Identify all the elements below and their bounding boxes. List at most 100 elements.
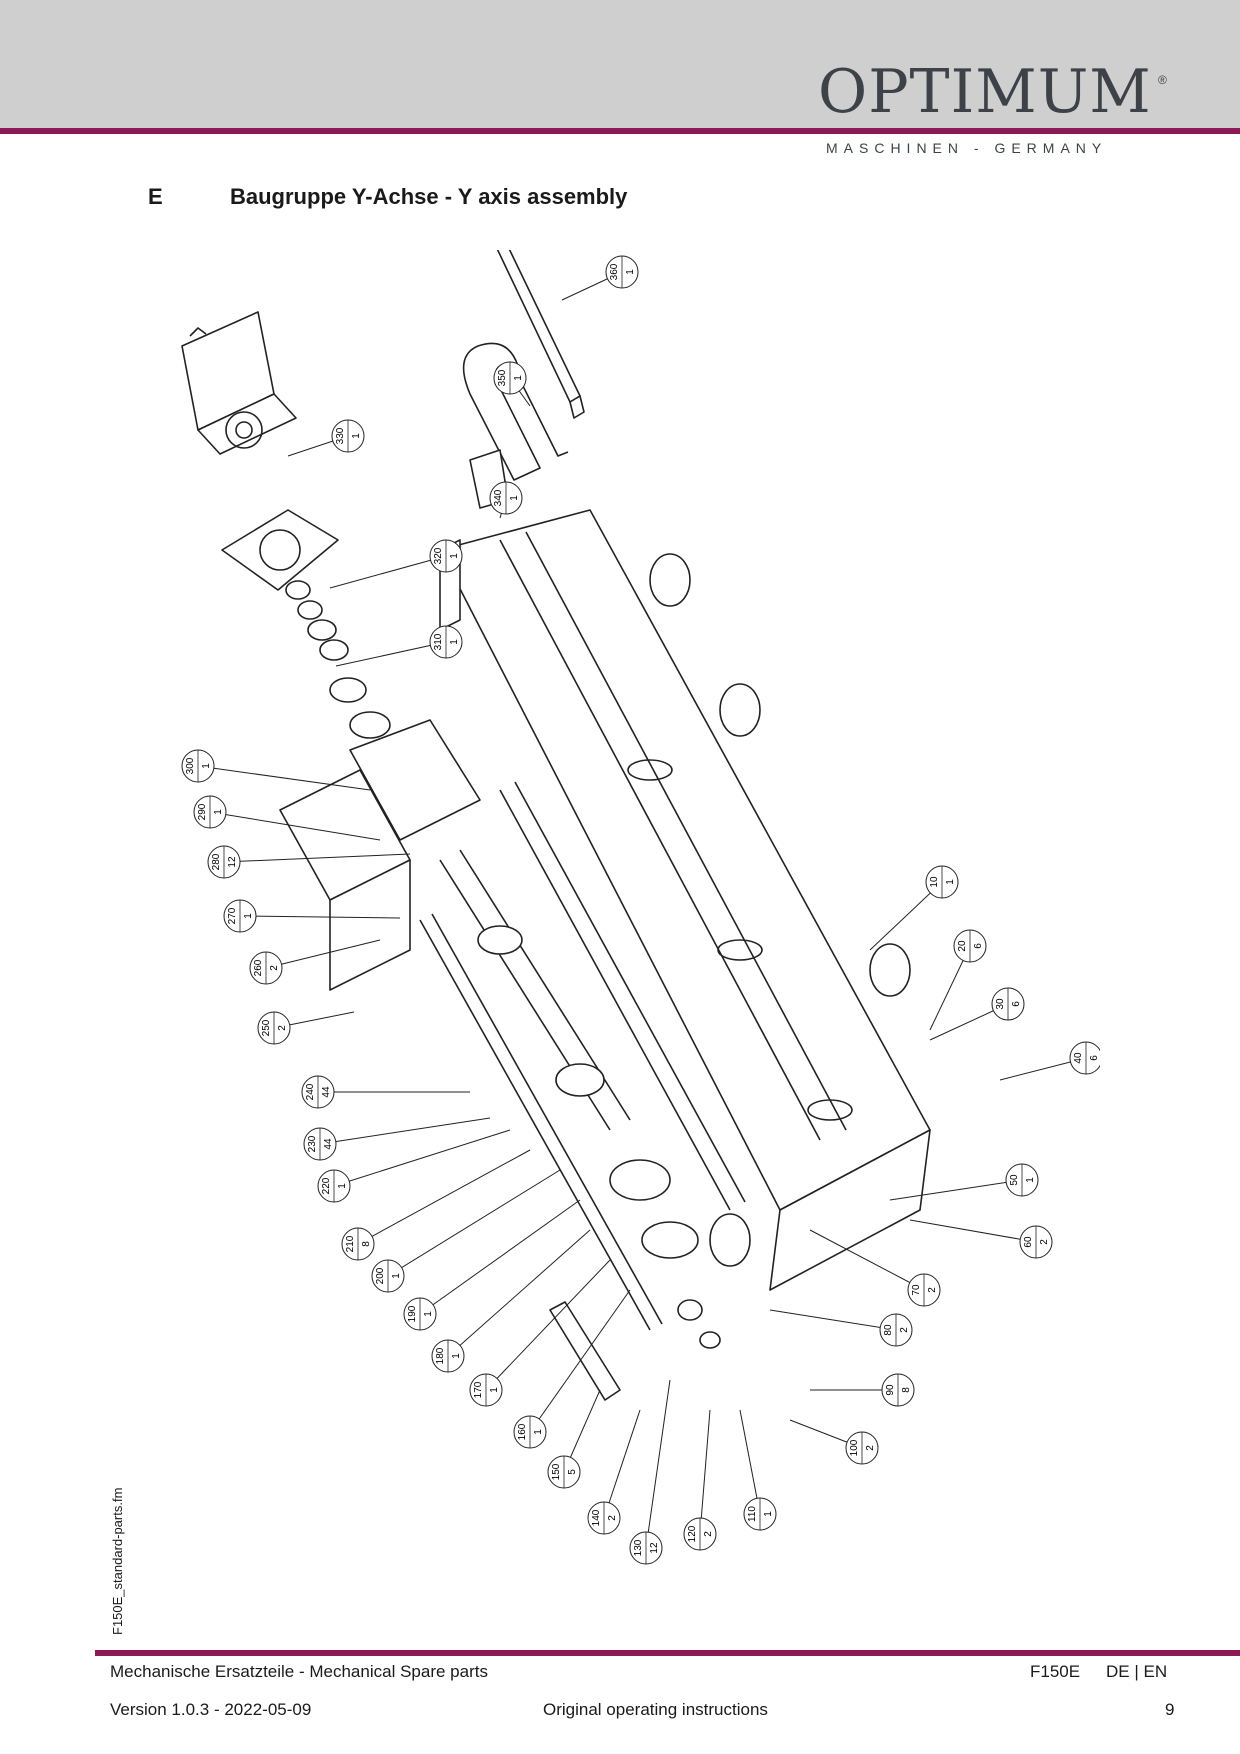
callout-part-number: 10 <box>929 876 940 888</box>
callout-quantity: 6 <box>1011 1001 1022 1007</box>
callout-quantity: 2 <box>865 1445 876 1451</box>
callout-quantity: 8 <box>361 1241 372 1247</box>
bearing-stack <box>285 580 391 739</box>
callout-quantity: 2 <box>703 1531 714 1537</box>
callout-quantity: 44 <box>323 1138 334 1150</box>
callout-part-number: 350 <box>497 369 508 386</box>
header-band <box>0 0 1240 128</box>
callout-60: 60 2 <box>909 1219 1053 1259</box>
callout-quantity: 2 <box>269 965 280 971</box>
callout-leader <box>645 1379 671 1549</box>
callout-quantity: 1 <box>201 763 212 769</box>
callout-leader <box>335 641 447 667</box>
callout-leader <box>869 881 943 951</box>
brand-logo: OPTIMUM <box>818 57 1152 127</box>
callout-quantity: 2 <box>607 1515 618 1521</box>
callout-part-number: 110 <box>747 1506 758 1522</box>
callout-part-number: 270 <box>227 907 238 924</box>
callout-leader <box>485 1259 611 1391</box>
side-filename: F150E_standard-parts.fm <box>110 1487 125 1635</box>
callout-quantity: 1 <box>391 1273 402 1279</box>
callout-part-number: 260 <box>253 959 264 976</box>
callout-30: 30 6 <box>929 987 1025 1041</box>
callout-quantity: 1 <box>763 1511 774 1517</box>
callout-leader <box>329 555 447 589</box>
callout-quantity: 1 <box>509 495 520 501</box>
callout-part-number: 140 <box>591 1509 602 1526</box>
callout-leader <box>223 853 411 863</box>
callout-leader <box>769 1309 897 1331</box>
callout-quantity: 1 <box>1025 1177 1036 1183</box>
callout-90: 90 8 <box>810 1373 915 1407</box>
callout-260: 260 2 <box>249 939 381 985</box>
callout-part-number: 290 <box>197 803 208 820</box>
callout-quantity: 1 <box>449 639 460 645</box>
callout-leader <box>357 1149 531 1245</box>
callout-leader <box>447 1229 591 1357</box>
footer-page: 9 <box>1165 1700 1175 1719</box>
callout-350: 350 1 <box>493 361 531 407</box>
callout-leader <box>265 939 381 969</box>
callout-part-number: 150 <box>551 1463 562 1480</box>
section-title: Baugruppe Y-Achse - Y axis assembly <box>230 184 628 209</box>
footer-version: Version 1.0.3 - 2022-05-09 <box>110 1700 312 1719</box>
callout-quantity: 12 <box>649 1542 660 1554</box>
callout-quantity: 1 <box>533 1429 544 1435</box>
callout-part-number: 220 <box>321 1177 332 1194</box>
callout-quantity: 2 <box>1039 1239 1050 1245</box>
callout-quantity: 1 <box>213 809 224 815</box>
callout-part-number: 250 <box>261 1019 272 1036</box>
callout-quantity: 1 <box>625 269 636 275</box>
callout-part-number: 160 <box>517 1423 528 1440</box>
callout-140: 140 2 <box>587 1409 641 1535</box>
callout-250: 250 2 <box>257 1011 355 1045</box>
base-body <box>439 509 931 1291</box>
callout-part-number: 170 <box>473 1381 484 1398</box>
saddle-housing <box>279 719 481 991</box>
callout-part-number: 70 <box>911 1284 922 1296</box>
footer-model: F150E <box>1030 1662 1081 1681</box>
callout-leader <box>387 1169 561 1277</box>
spindle <box>439 849 699 1259</box>
callout-quantity: 2 <box>277 1025 288 1031</box>
callout-part-number: 210 <box>345 1235 356 1252</box>
callout-quantity: 6 <box>1089 1055 1100 1061</box>
callout-part-number: 30 <box>995 998 1006 1010</box>
callout-part-number: 60 <box>1023 1236 1034 1248</box>
callout-quantity: 1 <box>451 1353 462 1359</box>
upper-parts <box>462 250 585 509</box>
footer-rule <box>95 1650 1240 1656</box>
section-letter: E <box>148 184 163 209</box>
callout-leader <box>529 1289 631 1433</box>
callout-quantity: 1 <box>449 553 460 559</box>
callout-quantity: 1 <box>423 1311 434 1317</box>
callout-quantity: 1 <box>243 913 254 919</box>
footer-languages: DE | EN <box>1106 1662 1168 1681</box>
callout-part-number: 200 <box>375 1267 386 1284</box>
callout-leader <box>603 1409 641 1519</box>
callout-110: 110 1 <box>739 1409 777 1531</box>
callout-290: 290 1 <box>193 795 381 841</box>
callout-quantity: 8 <box>901 1387 912 1393</box>
callout-quantity: 1 <box>513 375 524 381</box>
callout-part-number: 90 <box>885 1384 896 1396</box>
callout-part-number: 190 <box>407 1305 418 1322</box>
callout-part-number: 330 <box>335 427 346 444</box>
callout-quantity: 6 <box>973 943 984 949</box>
callout-leader <box>909 1219 1037 1243</box>
